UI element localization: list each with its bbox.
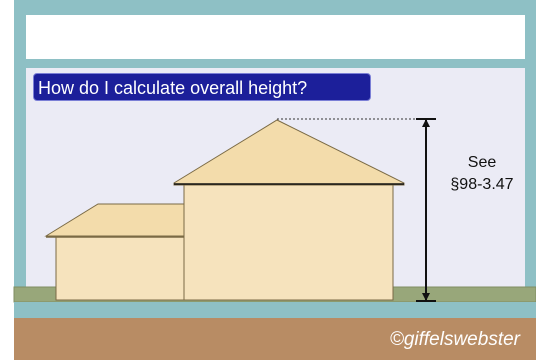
dimension-bottom-arrow [422,293,430,301]
small-building-wall [55,236,187,301]
small-building-roof [44,203,187,237]
teal-band [14,302,536,318]
code-reference: See §98-3.47 [436,152,528,196]
reference-line-2: §98-3.47 [450,176,514,193]
dirt-band [14,318,536,360]
question-banner: How do I calculate overall height? [33,73,371,101]
large-building-wall [183,183,394,301]
large-building-roof [173,119,405,186]
title-banner [26,15,525,59]
copyright-watermark: ©giffelswebster [389,329,520,350]
dimension-top-arrow [422,119,430,127]
reference-line-1: See [467,154,497,171]
